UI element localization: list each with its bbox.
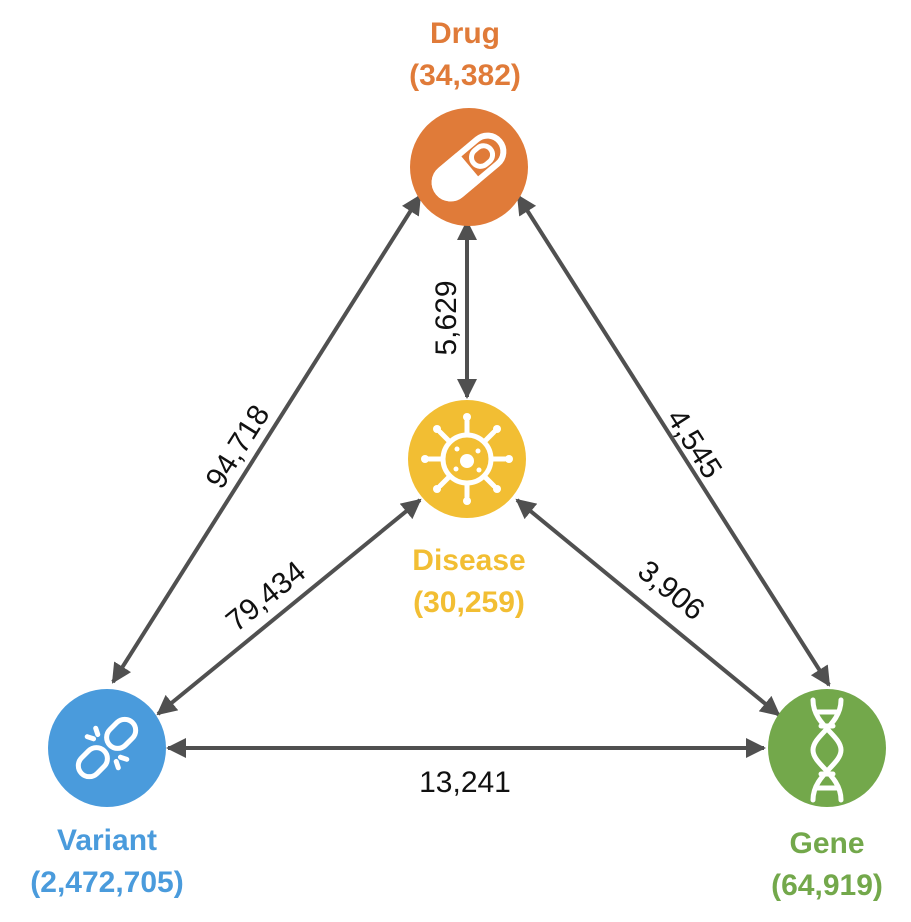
gene-count: (64,919) [771, 869, 883, 902]
edge-label-drug-disease: 5,629 [430, 280, 463, 355]
disease-count: (30,259) [413, 586, 525, 619]
disease-title: Disease [412, 544, 525, 577]
virus-icon [421, 413, 513, 505]
node-variant: Variant (2,472,705) [30, 689, 184, 899]
broken-link-icon [75, 716, 139, 780]
drug-title: Drug [430, 17, 500, 50]
node-drug: Drug (34,382) [409, 17, 528, 226]
edge-label-drug-variant: 94,718 [200, 399, 277, 494]
variant-count: (2,472,705) [30, 866, 183, 899]
gene-title: Gene [789, 827, 864, 860]
pill-icon [431, 132, 507, 202]
gene-circle [768, 689, 886, 807]
edge-disease-variant [156, 498, 422, 716]
dna-icon [810, 697, 844, 803]
edge-label-drug-gene: 4,545 [660, 403, 728, 484]
variant-circle [48, 689, 166, 807]
node-gene: Gene (64,919) [768, 689, 886, 902]
edge-disease-gene [515, 498, 781, 717]
node-disease: Disease (30,259) [408, 400, 526, 619]
edge-label-disease-gene: 3,906 [631, 554, 710, 627]
edge-label-variant-gene: 13,241 [419, 766, 511, 799]
drug-count: (34,382) [409, 59, 521, 92]
variant-title: Variant [57, 824, 157, 857]
